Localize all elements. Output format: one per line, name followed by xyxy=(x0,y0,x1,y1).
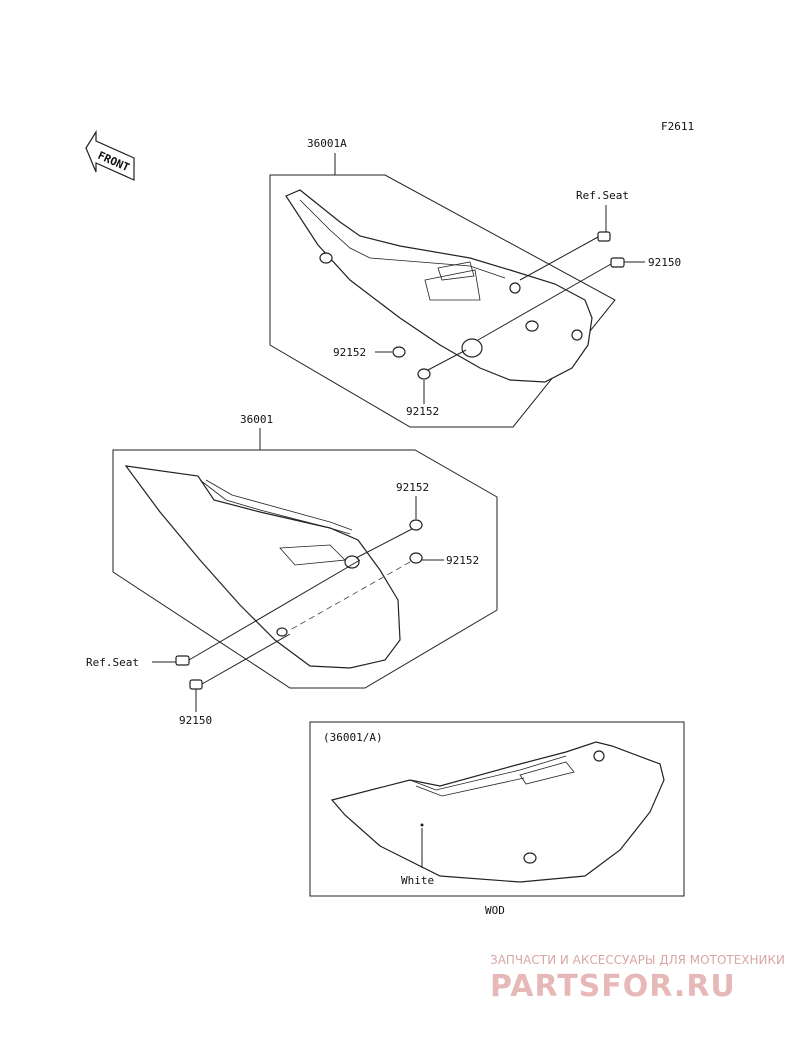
washer-92152-upper-bottom-icon xyxy=(417,349,467,380)
label-36001: 36001 xyxy=(240,413,273,426)
label-92152-upper-bottom: 92152 xyxy=(406,405,439,418)
bolt-ref-seat-upper-icon xyxy=(519,231,611,281)
side-cover-inset xyxy=(330,741,665,883)
label-36001a: 36001A xyxy=(307,137,347,150)
inset-color-label: White xyxy=(401,874,434,887)
bolt-ref-seat-lower-icon xyxy=(175,559,361,666)
label-ref-seat-upper: Ref.Seat xyxy=(576,189,629,202)
bolt-92150-upper-icon xyxy=(477,257,625,341)
inset-title: (36001/A) xyxy=(323,731,383,744)
side-cover-lower xyxy=(124,465,401,669)
figure-code: F2611 xyxy=(661,120,694,133)
inset-caption: WOD xyxy=(485,904,505,917)
label-ref-seat-lower: Ref.Seat xyxy=(86,656,139,669)
watermark: ЗАПЧАСТИ И АКСЕССУАРЫ ДЛЯ МОТОТЕХНИКИ PA… xyxy=(490,953,785,1004)
label-92152-lower-right: 92152 xyxy=(446,554,479,567)
washer-92152-upper-left-icon xyxy=(392,346,406,358)
label-92152-upper-left: 92152 xyxy=(333,346,366,359)
upper-group: 36001A Ref.Seat 92150 xyxy=(269,137,681,428)
watermark-line1: ЗАПЧАСТИ И АКСЕССУАРЫ ДЛЯ МОТОТЕХНИКИ xyxy=(490,953,785,967)
watermark-line2: PARTSFOR.RU xyxy=(490,969,736,1004)
washer-92152-lower-top-icon xyxy=(355,519,423,559)
label-92150-lower: 92150 xyxy=(179,714,212,727)
lower-group: 36001 92152 92152 Ref.Seat xyxy=(86,413,498,727)
inset-panel: (36001/A) White xyxy=(309,721,685,897)
label-92152-lower-top: 92152 xyxy=(396,481,429,494)
front-arrow-icon: FRONT xyxy=(85,129,135,181)
bolt-92150-lower-icon xyxy=(189,633,291,690)
washer-92152-lower-right-icon xyxy=(409,552,423,564)
side-cover-upper xyxy=(285,189,593,383)
label-92150-upper: 92150 xyxy=(648,256,681,269)
